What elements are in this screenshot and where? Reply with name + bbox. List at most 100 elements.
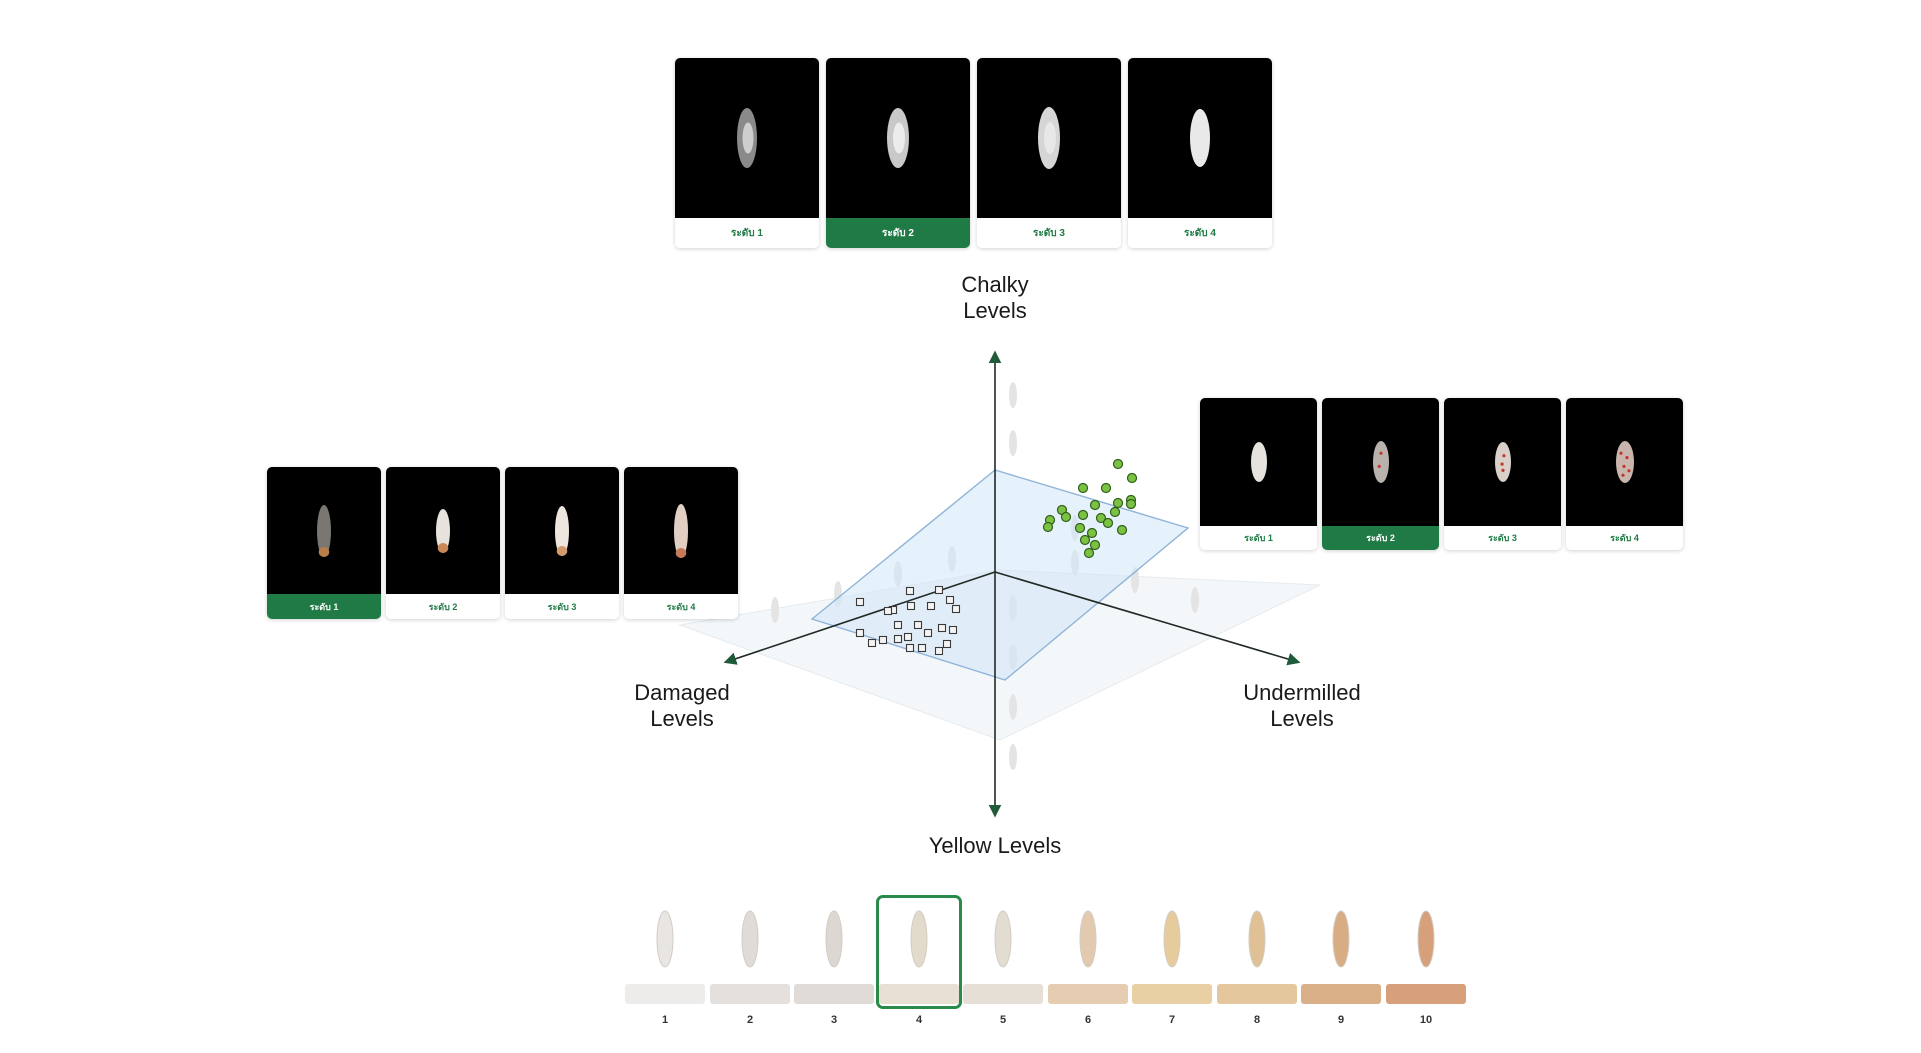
damaged-grain-image-1 <box>267 467 381 594</box>
cluster-point <box>913 620 923 630</box>
rice-grain-icon <box>887 108 909 168</box>
cluster-point <box>1083 547 1095 559</box>
cluster-point <box>1060 511 1072 523</box>
yellow-level-1[interactable] <box>625 898 705 1006</box>
yellow-level-4[interactable] <box>876 895 962 1009</box>
cluster-point <box>948 625 958 635</box>
undermilled-card-3[interactable]: ระดับ 3 <box>1444 398 1561 550</box>
axis-damaged <box>723 571 996 665</box>
damaged-card-1[interactable]: ระดับ 1 <box>267 467 381 619</box>
cluster-point <box>905 586 915 596</box>
damaged-grain-image-3 <box>505 467 619 594</box>
damaged-grain-image-4 <box>624 467 738 594</box>
yellow-level-number: 1 <box>661 1014 669 1026</box>
chalky-card-4[interactable]: ระดับ 4 <box>1128 58 1272 248</box>
faint-grain-mark <box>1009 744 1017 770</box>
yellow-level-10[interactable] <box>1386 898 1466 1006</box>
rice-grain-icon <box>994 910 1012 968</box>
rice-grain-icon <box>1038 107 1060 169</box>
faint-grain-mark <box>1009 694 1017 720</box>
color-chip <box>879 984 959 1004</box>
axis-label-damaged: Damaged Levels <box>634 680 730 731</box>
faint-grain-mark <box>1191 587 1199 613</box>
rice-grain-icon <box>1417 910 1435 968</box>
cluster-point <box>1109 506 1121 518</box>
damaged-card-2[interactable]: ระดับ 2 <box>386 467 500 619</box>
damaged-card-label: ระดับ 3 <box>505 594 619 619</box>
yellow-level-number: 8 <box>1253 1014 1261 1026</box>
chalky-card-2[interactable]: ระดับ 2 <box>826 58 970 248</box>
yellow-level-number: 4 <box>915 1014 923 1026</box>
rice-grain-icon <box>674 503 688 558</box>
cluster-point <box>1074 522 1086 534</box>
cluster-point <box>917 643 927 653</box>
undermilled-card-2[interactable]: ระดับ 2 <box>1322 398 1439 550</box>
cluster-point <box>855 597 865 607</box>
yellow-level-7[interactable] <box>1132 898 1212 1006</box>
yellow-level-2[interactable] <box>710 898 790 1006</box>
cluster-point <box>926 601 936 611</box>
chalky-card-3[interactable]: ระดับ 3 <box>977 58 1121 248</box>
damaged-card-4[interactable]: ระดับ 4 <box>624 467 738 619</box>
yellow-level-number: 3 <box>830 1014 838 1026</box>
cluster-point <box>1102 517 1114 529</box>
yellow-level-5[interactable] <box>963 898 1043 1006</box>
cluster-point <box>1042 521 1054 533</box>
rice-grain-icon <box>1190 109 1210 167</box>
cluster-point <box>893 620 903 630</box>
yellow-level-number: 9 <box>1337 1014 1345 1026</box>
axis-label-undermilled: Undermilled Levels <box>1243 680 1361 731</box>
axis-undermilled <box>994 571 1301 666</box>
rice-grain-icon <box>1250 442 1267 482</box>
undermilled-card-label: ระดับ 1 <box>1200 526 1317 550</box>
cluster-point <box>903 632 913 642</box>
yellow-level-8[interactable] <box>1217 898 1297 1006</box>
axis-label-chalky: Chalky Levels <box>961 272 1029 323</box>
cluster-point <box>923 628 933 638</box>
color-chip <box>1386 984 1466 1004</box>
damaged-card-label: ระดับ 4 <box>624 594 738 619</box>
cluster-point <box>893 634 903 644</box>
rice-grain-icon <box>1248 910 1266 968</box>
cluster-point <box>1126 472 1138 484</box>
undermilled-grain-image-2 <box>1322 398 1439 526</box>
cluster-point <box>855 628 865 638</box>
translucent-plane <box>810 469 1190 681</box>
cluster-point <box>867 638 877 648</box>
cluster-point <box>1077 509 1089 521</box>
yellow-level-9[interactable] <box>1301 898 1381 1006</box>
color-chip <box>625 984 705 1004</box>
cluster-point <box>878 635 888 645</box>
cluster-point <box>1089 499 1101 511</box>
faint-grain-mark <box>771 597 779 623</box>
undermilled-card-label: ระดับ 2 <box>1322 526 1439 550</box>
undermilled-card-4[interactable]: ระดับ 4 <box>1566 398 1683 550</box>
cluster-squares <box>855 585 961 656</box>
faint-grain-mark <box>1009 430 1017 456</box>
undermilled-grain-image-1 <box>1200 398 1317 526</box>
undermilled-card-1[interactable]: ระดับ 1 <box>1200 398 1317 550</box>
yellow-level-number: 10 <box>1419 1014 1433 1026</box>
damaged-card-3[interactable]: ระดับ 3 <box>505 467 619 619</box>
yellow-level-3[interactable] <box>794 898 874 1006</box>
rice-grain-icon <box>1332 910 1350 968</box>
cluster-point <box>1079 534 1091 546</box>
cluster-point <box>883 606 893 616</box>
chalky-card-1[interactable]: ระดับ 1 <box>675 58 819 248</box>
yellow-level-6[interactable] <box>1048 898 1128 1006</box>
yellow-level-number: 7 <box>1168 1014 1176 1026</box>
rice-grain-icon <box>1163 910 1181 968</box>
rice-grain-icon <box>1494 442 1511 482</box>
color-chip <box>794 984 874 1004</box>
rice-grain-icon <box>737 108 757 168</box>
chalky-grain-image-4 <box>1128 58 1272 218</box>
yellow-level-number: 5 <box>999 1014 1007 1026</box>
cluster-point <box>906 601 916 611</box>
axis-label-yellow: Yellow Levels <box>928 833 1062 858</box>
color-chip <box>1217 984 1297 1004</box>
color-chip <box>963 984 1043 1004</box>
chalky-grain-image-1 <box>675 58 819 218</box>
yellow-level-number: 6 <box>1084 1014 1092 1026</box>
damaged-grain-image-2 <box>386 467 500 594</box>
